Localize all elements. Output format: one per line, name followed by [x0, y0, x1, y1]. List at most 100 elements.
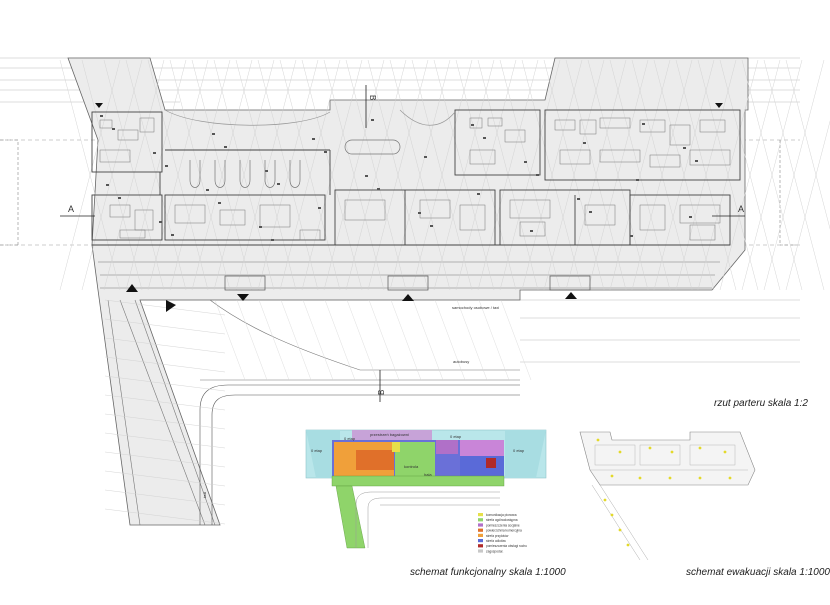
section-mark-a-right: A [738, 204, 744, 214]
zone-label-control: kontrola [404, 464, 419, 469]
room-block [679, 204, 721, 224]
room-block [579, 119, 597, 135]
room-block [109, 204, 131, 218]
room-block [299, 229, 321, 241]
grid-line [345, 59, 407, 291]
grid-line [478, 299, 510, 381]
evacuation-schema-caption: schemat ewakuacji skala 1:1000 [686, 567, 830, 578]
room-block [639, 119, 666, 133]
evac-route-point [668, 476, 672, 480]
legend-label: strefa odlotów [486, 539, 507, 543]
grid-line [104, 489, 226, 506]
grid-line [214, 299, 246, 381]
arrow-entrance-3 [565, 292, 577, 299]
legend-swatch [478, 539, 483, 543]
room-marker [259, 226, 262, 228]
room-block [699, 119, 726, 133]
room-marker [112, 128, 115, 130]
grid-line [368, 299, 400, 381]
grid-line [609, 59, 671, 291]
room-marker [218, 202, 221, 204]
terminal-footprint [0, 57, 800, 526]
grid-line [125, 59, 187, 291]
grid-line [301, 59, 363, 291]
grid-line [543, 59, 605, 291]
room-block [689, 224, 716, 241]
room-block [469, 117, 483, 129]
functional-schema-caption: schemat funkcjonalny skala 1:1000 [410, 567, 566, 578]
drawing-sheet: A A B B samochody osobowe / taxi autobus… [0, 57, 830, 578]
legend-swatch [478, 549, 483, 553]
grid-line [367, 59, 429, 291]
grid-line [258, 299, 290, 381]
grid-line [324, 299, 356, 381]
zone-label-baggage: przestrzeń bagażowni [370, 432, 409, 437]
room-block [509, 199, 551, 219]
section-mark-a-left: A [68, 204, 74, 214]
room-block [344, 199, 386, 221]
grid-line [675, 59, 737, 291]
room-marker [171, 234, 174, 236]
grid-line [302, 299, 334, 381]
grid-line [521, 59, 583, 291]
grid-line [323, 59, 385, 291]
room-marker [206, 189, 209, 191]
room-marker [159, 221, 162, 223]
room-marker [277, 183, 280, 185]
room-marker [377, 188, 380, 190]
grid-line [434, 299, 466, 381]
interior-walls [91, 109, 741, 246]
room-block [174, 204, 206, 224]
legend-swatch [478, 523, 483, 527]
room-block [649, 154, 681, 168]
evac-route-point [618, 450, 622, 454]
grid-line [741, 59, 803, 291]
evac-route-point [618, 528, 622, 532]
zone-label-hall: hala [424, 472, 432, 477]
arrow-entrance-2 [402, 294, 414, 301]
room-marker [483, 137, 486, 139]
room-block [139, 117, 155, 133]
grid-line [279, 59, 341, 291]
grid-line [213, 59, 275, 291]
grid-line [104, 451, 226, 468]
grid-line [631, 59, 693, 291]
room-marker [100, 115, 103, 117]
evacuation-routes [596, 438, 732, 547]
room-block [459, 204, 486, 231]
grid-line [257, 59, 319, 291]
lane-label-buses: autobusy [453, 359, 469, 364]
canopies [224, 275, 591, 291]
grid-line [104, 299, 226, 316]
room-block [599, 149, 641, 163]
room-block [99, 149, 131, 163]
room-marker [418, 212, 421, 214]
legend-swatch [478, 518, 483, 522]
lane-label-cars-taxi: samochody osobowe / taxi [452, 305, 499, 310]
grid-line [587, 59, 649, 291]
functional-schema: 0 etap 0 etap 0 etap 0 etap przestrzeń b… [305, 429, 547, 553]
grid-line [500, 299, 532, 381]
grid-line [104, 508, 226, 525]
evac-route-point [638, 476, 642, 480]
room-marker [536, 174, 539, 176]
grid-line [104, 432, 226, 449]
room-marker [430, 225, 433, 227]
room-marker [471, 124, 474, 126]
room-marker [589, 211, 592, 213]
room-block [119, 229, 146, 239]
grid-line [280, 299, 312, 381]
legend-label: strefa przylotów [486, 534, 509, 538]
room-block [219, 209, 246, 226]
room-marker [530, 230, 533, 232]
evac-route-point [610, 513, 614, 517]
room-block [599, 117, 631, 129]
arrow-side [166, 300, 176, 312]
legend-swatch [478, 513, 483, 517]
room-block [259, 204, 291, 228]
grid-line [104, 356, 226, 373]
room-marker [165, 165, 168, 167]
room-block [669, 124, 691, 146]
room-block [469, 149, 496, 165]
